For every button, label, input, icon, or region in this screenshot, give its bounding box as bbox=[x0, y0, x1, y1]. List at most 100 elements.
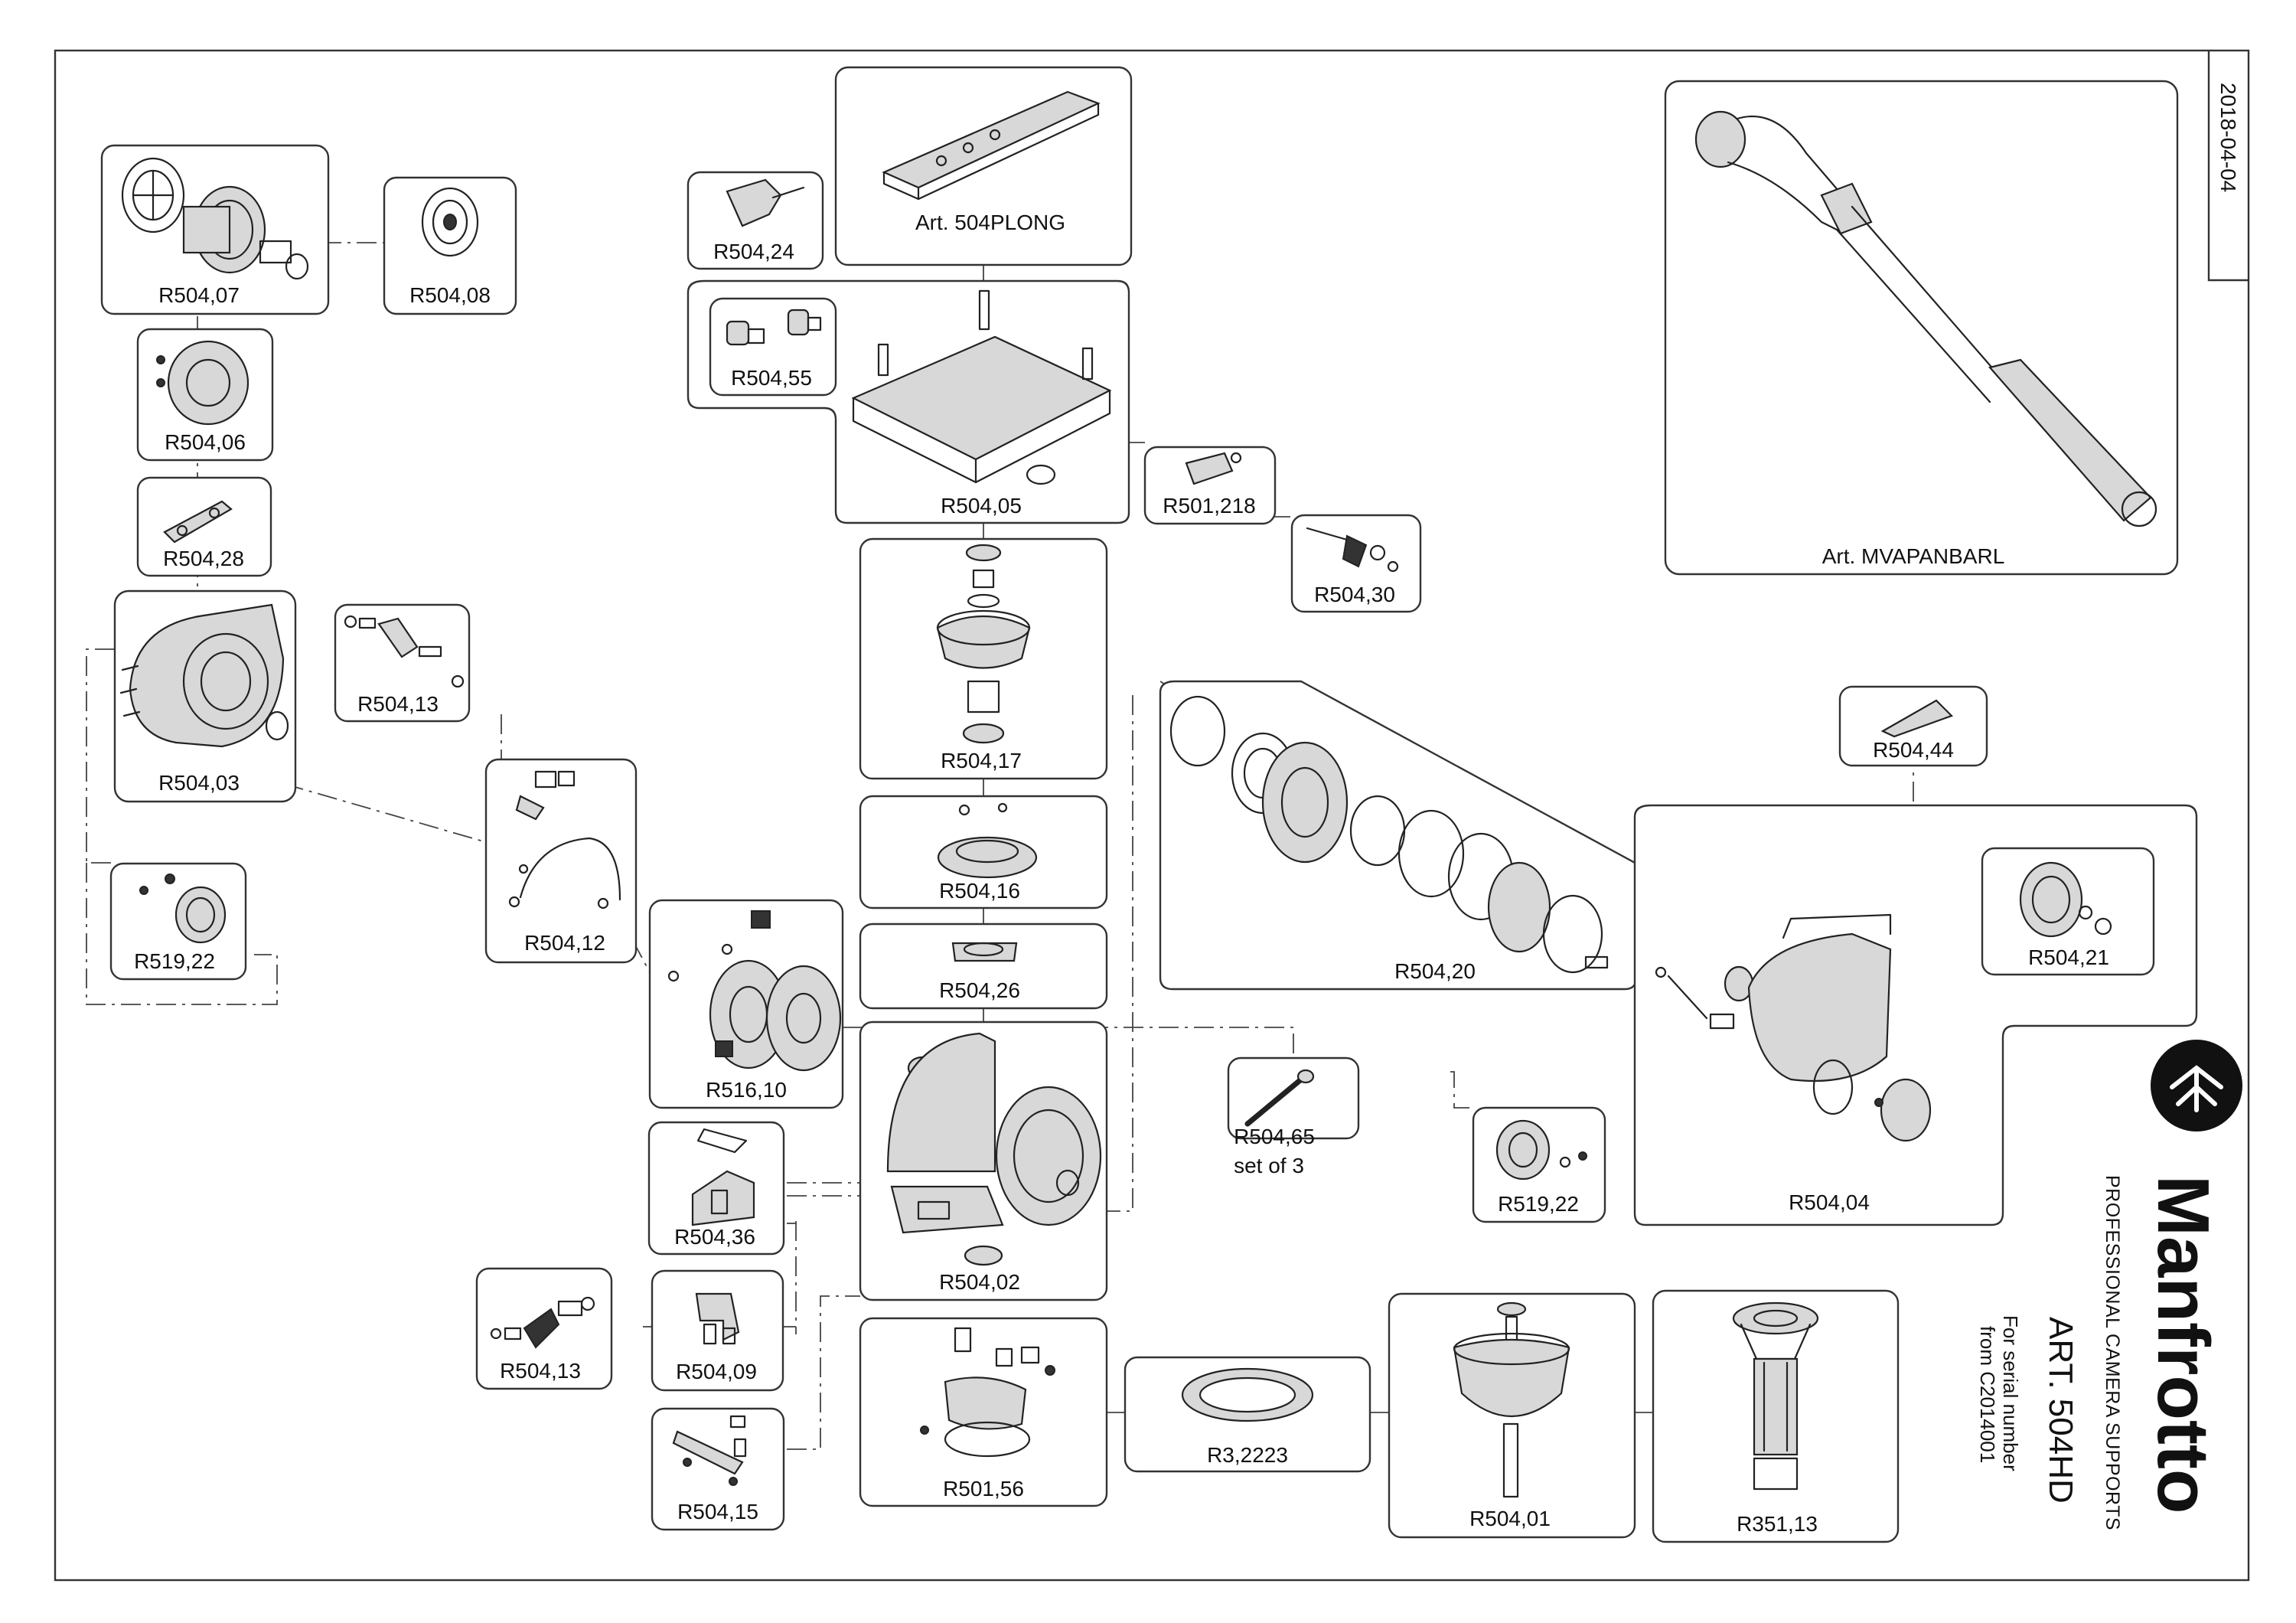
gear-knob-icon bbox=[1495, 1119, 1587, 1181]
part-label: R504,26 bbox=[939, 978, 1020, 1002]
spring-clip-ring-icon bbox=[508, 770, 621, 909]
part-label: R504,04 bbox=[1789, 1190, 1870, 1214]
part-label: R504,03 bbox=[158, 771, 240, 795]
long-bolt-icon bbox=[1244, 1069, 1315, 1127]
part-r504-01[interactable]: R504,01 bbox=[1388, 1292, 1636, 1539]
part-r504-03[interactable]: R504,03 bbox=[113, 589, 297, 803]
part-r504-15[interactable]: R504,15 bbox=[651, 1407, 785, 1531]
pan-drag-unit-icon bbox=[920, 1327, 1055, 1458]
left-tilt-housing-icon bbox=[119, 603, 289, 748]
serial-line-2: from C2014001 bbox=[1976, 1326, 1999, 1463]
latch-bracket-icon bbox=[695, 1292, 740, 1345]
screw-knobs-icon bbox=[726, 309, 822, 346]
part-r504-12[interactable]: R504,12 bbox=[484, 758, 638, 964]
gear-knob-icon bbox=[139, 874, 227, 944]
camera-platform-icon bbox=[851, 289, 1112, 485]
part-r504-13-lower[interactable]: R504,13 bbox=[475, 1267, 613, 1390]
part-art-504plong[interactable]: Art. 504PLONG bbox=[834, 66, 1133, 266]
part-label: R504,07 bbox=[158, 283, 240, 307]
leveling-bowl-icon bbox=[1732, 1301, 1819, 1491]
part-r504-16[interactable]: R504,16 bbox=[859, 795, 1108, 909]
part-label: R504,13 bbox=[500, 1359, 581, 1383]
part-r504-06[interactable]: R504,06 bbox=[136, 328, 274, 462]
release-button-icon bbox=[1306, 527, 1399, 573]
part-label: R504,12 bbox=[524, 931, 605, 955]
part-r351-13[interactable]: R351,13 bbox=[1652, 1289, 1900, 1543]
part-r504-28[interactable]: R504,28 bbox=[136, 476, 272, 577]
lock-screw-set-icon bbox=[344, 615, 465, 688]
lock-knob-screw-icon bbox=[490, 1296, 595, 1349]
part-r519-22-left[interactable]: R519,22 bbox=[109, 862, 247, 981]
part-r501-218[interactable]: R501,218 bbox=[1143, 446, 1277, 525]
part-note: set of 3 bbox=[1234, 1154, 1304, 1177]
part-label: R504,08 bbox=[409, 283, 491, 307]
bearing-ring-icon bbox=[937, 802, 1038, 879]
article-number: ART. 504HD bbox=[2042, 1317, 2079, 1504]
pan-handle-rosette-assembly-icon bbox=[121, 157, 309, 280]
bracket-link-icon bbox=[163, 500, 233, 544]
safety-lock-lever-icon bbox=[1185, 452, 1242, 485]
part-art-mvapanbarl[interactable]: Art. MVAPANBARL bbox=[1664, 80, 2179, 576]
part-label: R504,21 bbox=[2028, 945, 2109, 969]
counterbalance-spring-cartridge-icon bbox=[1169, 695, 1609, 974]
part-r504-36[interactable]: R504,36 bbox=[647, 1121, 785, 1256]
part-label: R504,01 bbox=[1469, 1507, 1551, 1530]
part-r504-21[interactable]: R504,21 bbox=[1981, 847, 2155, 976]
part-label: R519,22 bbox=[1498, 1192, 1579, 1216]
part-r504-07[interactable]: R504,07 bbox=[100, 144, 330, 315]
part-r504-02[interactable]: R504,02 bbox=[859, 1020, 1108, 1301]
part-label: R504,02 bbox=[939, 1270, 1020, 1294]
pan-lock-knob-stack-icon bbox=[936, 544, 1031, 744]
part-r504-09[interactable]: R504,09 bbox=[651, 1269, 784, 1392]
pan-bar-handle-icon bbox=[1694, 110, 2157, 527]
part-label: R504,24 bbox=[713, 240, 794, 263]
part-r3-2223[interactable]: R3,2223 bbox=[1124, 1356, 1371, 1473]
sheet-frame bbox=[54, 49, 2250, 1582]
bracket-clip-icon bbox=[691, 1128, 755, 1226]
part-label: R504,06 bbox=[165, 430, 246, 454]
part-label: R501,218 bbox=[1163, 494, 1255, 518]
large-washer-ring-icon bbox=[1181, 1367, 1314, 1422]
clip-pin-icon bbox=[726, 178, 805, 227]
part-r504-13-upper[interactable]: R504,13 bbox=[334, 603, 471, 723]
manfrotto-logo-icon bbox=[2151, 1040, 2242, 1132]
part-r504-30[interactable]: R504,30 bbox=[1290, 514, 1422, 613]
part-r516-10[interactable]: R516,10 bbox=[648, 899, 844, 1109]
part-r519-22-right[interactable]: R519,22 bbox=[1472, 1106, 1606, 1223]
part-label: R501,56 bbox=[943, 1477, 1024, 1501]
part-label: R351,13 bbox=[1737, 1512, 1818, 1536]
part-r501-56[interactable]: R501,56 bbox=[859, 1317, 1108, 1507]
part-label: R504,55 bbox=[731, 366, 812, 390]
brand-block: Manfrotto PROFESSIONAL CAMERA SUPPORTS A… bbox=[1976, 1040, 2242, 1530]
part-r504-55[interactable]: R504,55 bbox=[709, 297, 837, 397]
part-r504-17[interactable]: R504,17 bbox=[859, 537, 1108, 780]
part-r504-26[interactable]: R504,26 bbox=[859, 923, 1108, 1010]
date-tab: 2018-04-04 bbox=[2207, 51, 2249, 282]
lever-plate-icon bbox=[672, 1415, 747, 1486]
part-r504-08[interactable]: R504,08 bbox=[383, 176, 517, 315]
part-label: R504,15 bbox=[677, 1500, 758, 1523]
part-r504-65[interactable]: R504,65 set of 3 bbox=[1227, 1056, 1360, 1177]
rosette-icon bbox=[421, 187, 479, 257]
part-label: R504,16 bbox=[939, 879, 1020, 903]
brand-tagline: PROFESSIONAL CAMERA SUPPORTS bbox=[2102, 1175, 2123, 1530]
part-label: R504,65 bbox=[1234, 1125, 1315, 1148]
part-label: R504,44 bbox=[1873, 738, 1954, 762]
part-r504-44[interactable]: R504,44 bbox=[1838, 685, 1988, 767]
flange-plate-icon bbox=[156, 340, 249, 426]
counterbalance-disc-icon bbox=[667, 910, 842, 1072]
part-r504-24[interactable]: R504,24 bbox=[687, 171, 824, 270]
tilt-body-housing-icon bbox=[886, 1032, 1102, 1266]
right-pan-housing-icon bbox=[1655, 913, 1932, 1142]
part-label: R504,36 bbox=[674, 1225, 755, 1249]
wedge-plate-icon bbox=[1880, 699, 1954, 738]
brand-name: Manfrotto bbox=[2142, 1175, 2224, 1514]
part-label: R504,09 bbox=[676, 1360, 757, 1383]
part-r504-20[interactable]: R504,20 bbox=[1159, 680, 1638, 991]
part-label: R504,13 bbox=[357, 692, 439, 716]
part-label: R504,17 bbox=[941, 749, 1022, 772]
part-label: R504,05 bbox=[941, 494, 1022, 518]
long-quick-release-plate-icon bbox=[882, 90, 1101, 201]
drag-knob-icon bbox=[2019, 861, 2112, 938]
part-label: R504,20 bbox=[1394, 959, 1476, 983]
